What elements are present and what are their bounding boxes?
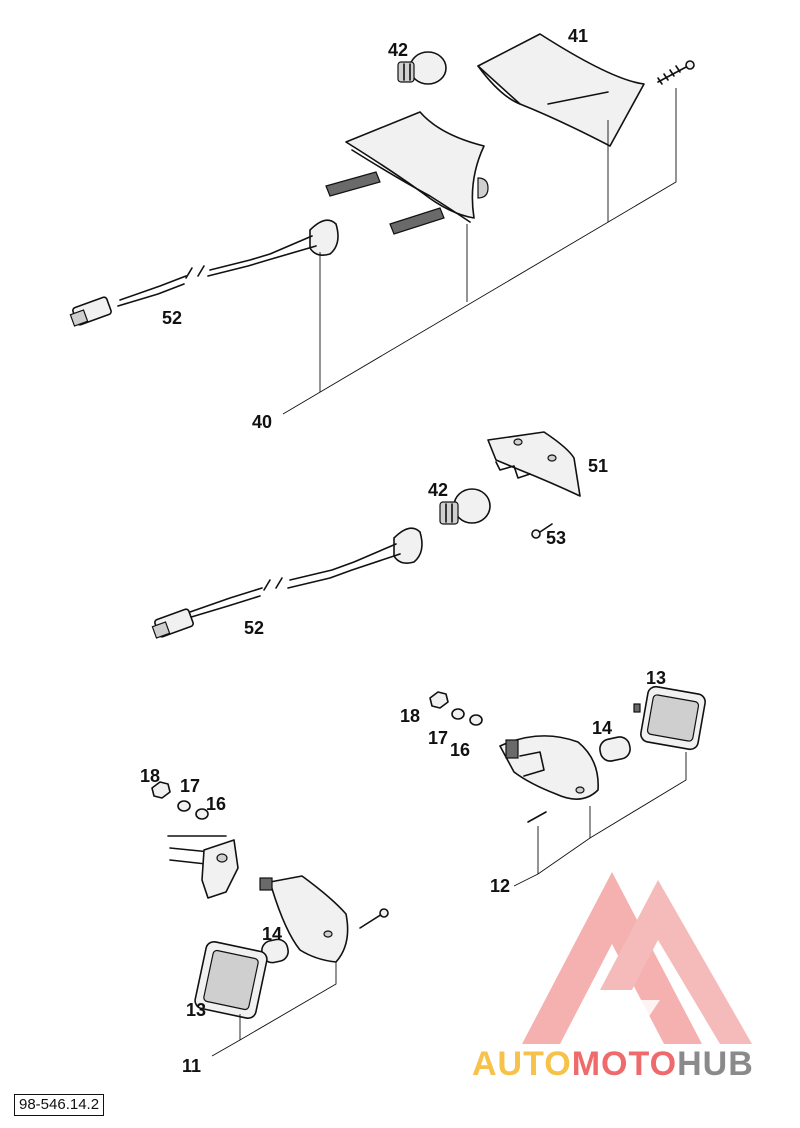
screw-53-part <box>531 523 553 539</box>
callout-52-lower: 52 <box>244 618 264 638</box>
watermark-moto: MOTO <box>571 1045 678 1083</box>
watermark-auto: AUTO <box>472 1045 572 1083</box>
callout-18-right: 18 <box>400 706 420 726</box>
bulb-42-lower-icon <box>439 488 491 525</box>
callout-13-right: 13 <box>646 668 666 688</box>
callout-51: 51 <box>588 456 608 476</box>
callout-41: 41 <box>568 26 588 46</box>
indicator-lens-right-part <box>633 685 706 751</box>
callout-53: 53 <box>546 528 566 548</box>
callout-42-lower: 42 <box>428 480 448 500</box>
tail-light-lens-part <box>477 33 645 147</box>
reference-number: 98-546.14.2 <box>14 1094 105 1116</box>
callout-17-left: 17 <box>180 776 200 796</box>
callout-16-left: 16 <box>206 794 226 814</box>
callout-13-left: 13 <box>186 1000 206 1020</box>
nut-washer-left-part <box>151 781 209 820</box>
callout-17-right: 17 <box>428 728 448 748</box>
callout-18-left: 18 <box>140 766 160 786</box>
callout-12: 12 <box>490 876 510 896</box>
watermark-text: AUTOMOTOHUB <box>472 1046 754 1082</box>
pin-right-part <box>527 811 547 823</box>
callout-40: 40 <box>252 412 272 432</box>
callout-16-right: 16 <box>450 740 470 760</box>
callout-11: 11 <box>182 1056 201 1076</box>
mounting-bracket-left-part <box>167 835 239 899</box>
nut-washer-right-part <box>429 691 483 726</box>
bulb-14-right-icon <box>599 736 631 762</box>
license-light-housing-part <box>487 431 581 497</box>
screw-left-part <box>359 908 389 929</box>
cable-harness-lower-part <box>151 527 423 639</box>
callout-42-upper: 42 <box>388 40 408 60</box>
cable-harness-upper-part <box>69 219 339 327</box>
watermark-logo-icon <box>522 872 752 1044</box>
indicator-housing-right-part <box>499 735 599 800</box>
bulb-42-upper-icon <box>397 51 447 85</box>
tail-light-housing-part <box>345 111 489 223</box>
mounting-stud-part <box>325 171 445 235</box>
indicator-lens-left-part <box>194 940 268 1020</box>
watermark-hub: HUB <box>677 1045 754 1083</box>
callout-14-left: 14 <box>262 924 282 944</box>
callout-14-right: 14 <box>592 718 612 738</box>
screw-upper-part <box>657 60 695 85</box>
callout-52-upper: 52 <box>162 308 182 328</box>
